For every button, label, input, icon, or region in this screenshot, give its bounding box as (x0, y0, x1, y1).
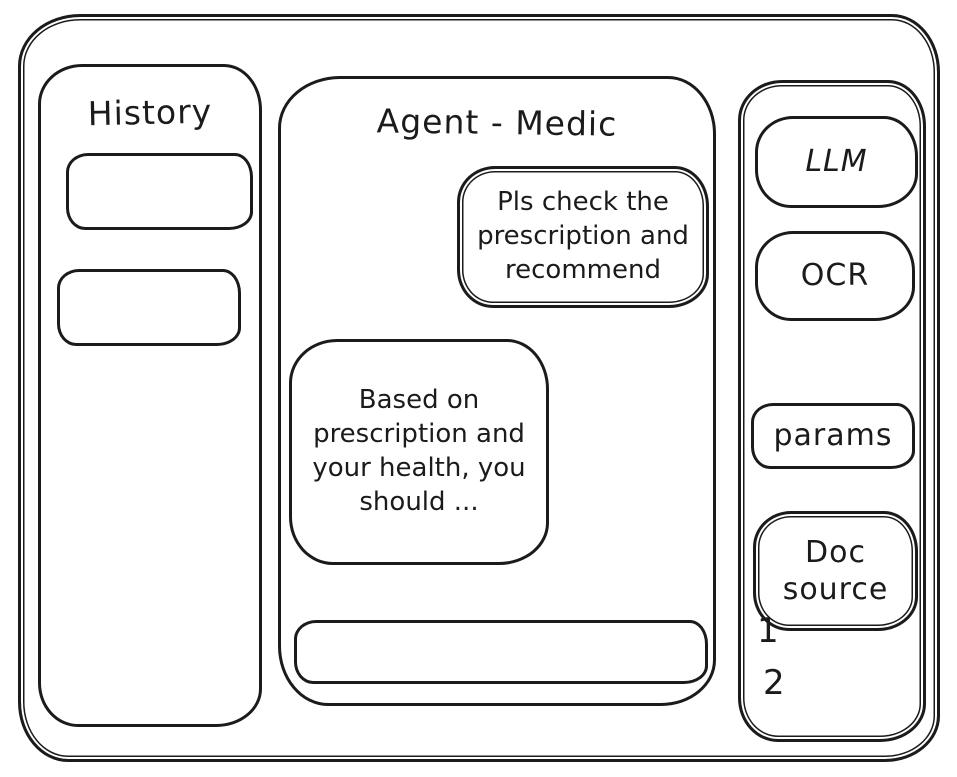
chat-panel-title: Agent - Medic (376, 101, 618, 144)
history-item[interactable] (57, 269, 241, 346)
doc-source-item[interactable]: 2 (763, 663, 785, 703)
user-message-text: Pls check the prescription and recommend (477, 187, 689, 285)
llm-button[interactable]: LLM (755, 116, 918, 208)
params-button[interactable]: params (751, 403, 915, 469)
message-input[interactable] (294, 620, 708, 684)
user-message-bubble: Pls check the prescription and recommend (457, 166, 709, 308)
history-panel: History (38, 64, 262, 727)
ocr-button[interactable]: OCR (755, 231, 915, 321)
chat-panel: Agent - Medic Pls check the prescription… (278, 76, 716, 706)
assistant-message-text: Based on prescription and your health, y… (312, 385, 526, 517)
history-panel-title: History (87, 91, 213, 134)
tools-panel: LLM OCR params Doc source 1 2 (738, 80, 926, 742)
assistant-message-bubble: Based on prescription and your health, y… (289, 339, 549, 565)
history-item[interactable] (66, 153, 253, 230)
doc-source-item[interactable]: 1 (757, 611, 779, 651)
doc-source-button[interactable]: Doc source (753, 511, 918, 631)
